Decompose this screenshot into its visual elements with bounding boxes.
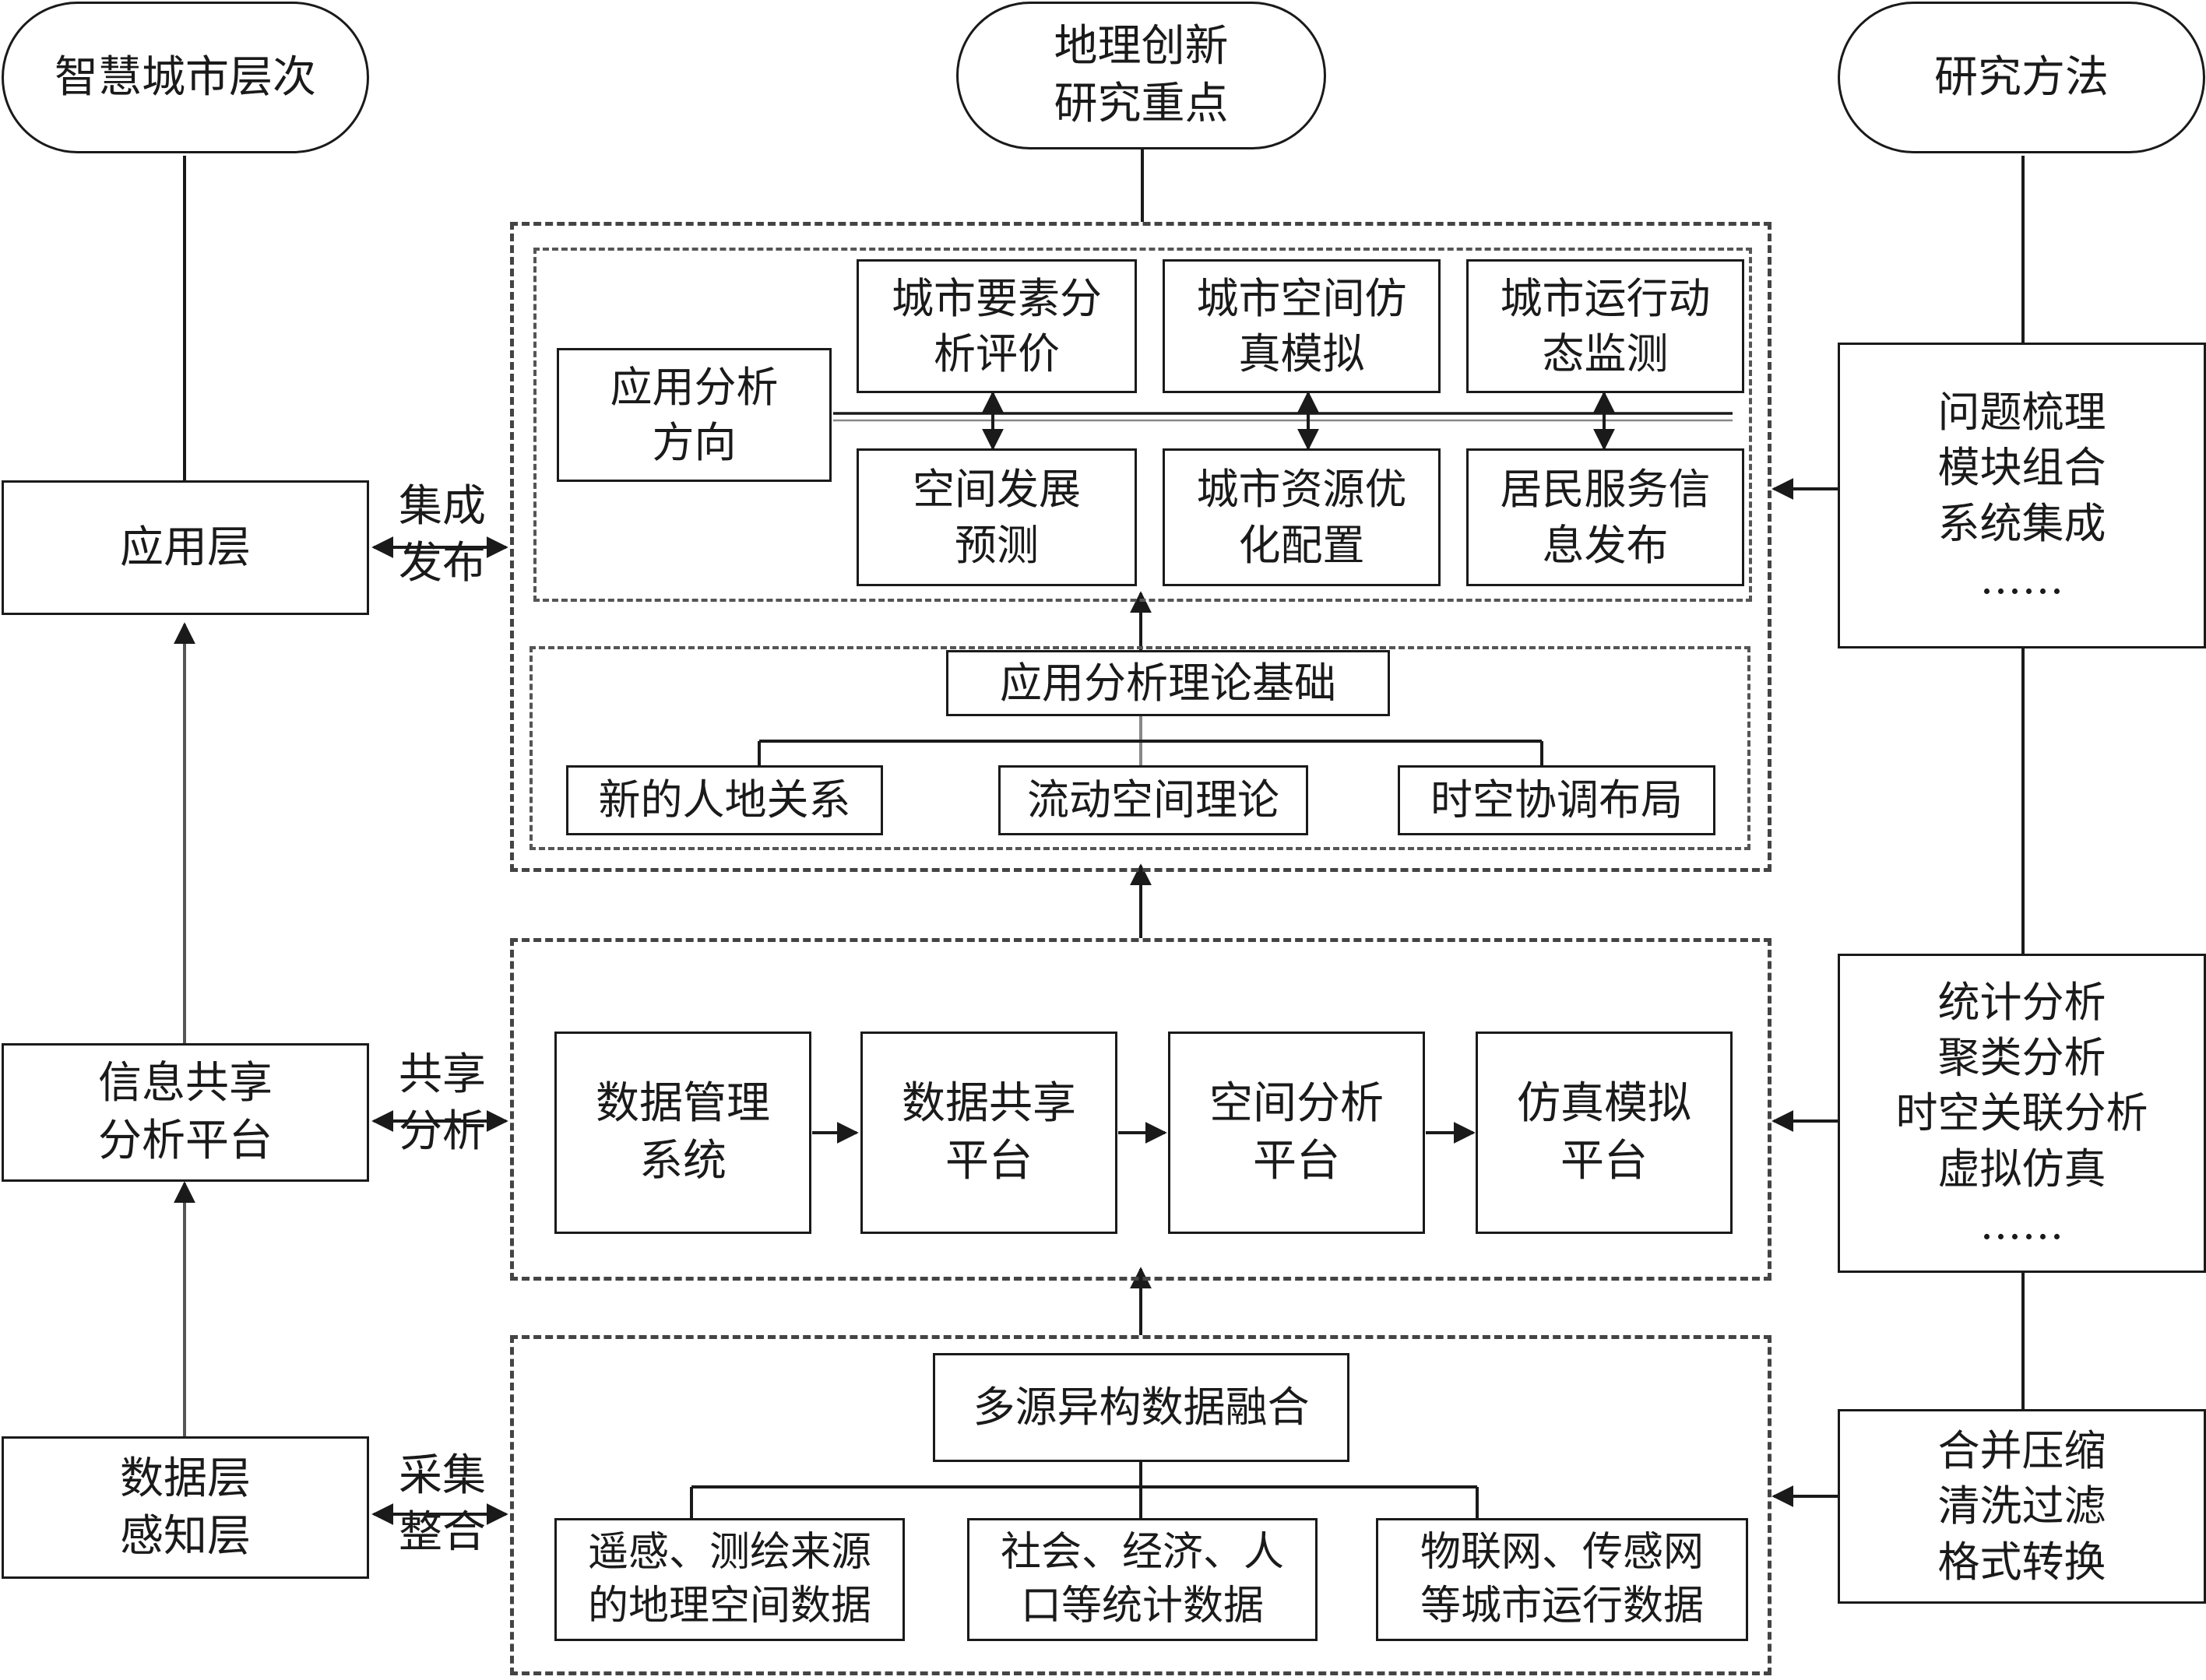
fusion-title-box: 多源异构数据融合 xyxy=(933,1353,1349,1462)
direction-top-item-3-text: 城市运行动 态监测 xyxy=(1500,273,1711,378)
data-layer-box: 数据层 感知层 xyxy=(2,1436,369,1579)
direction-top-item-2: 城市空间仿 真模拟 xyxy=(1163,259,1441,393)
data-source-1-text: 遥感、测绘来源 的地理空间数据 xyxy=(587,1529,871,1629)
application-layer-label: 应用层 xyxy=(120,522,251,573)
direction-label-box: 应用分析 方向 xyxy=(557,348,832,482)
theory-title-box: 应用分析理论基础 xyxy=(946,650,1390,716)
methods-bottom-box: 合并压缩 清洗过滤 格式转换 xyxy=(1838,1409,2206,1604)
theory-item-1: 新的人地关系 xyxy=(566,765,883,835)
methods-top-text: 问题梳理 模块组合 系统集成 …… xyxy=(1937,387,2106,603)
levels-header-text: 智慧城市层次 xyxy=(55,51,316,103)
connector-label-top: 集成 发布 xyxy=(399,481,486,589)
data-source-1: 遥感、测绘来源 的地理空间数据 xyxy=(554,1518,905,1641)
direction-bottom-item-3-text: 居民服务信 息发布 xyxy=(1500,465,1711,570)
theory-title-text: 应用分析理论基础 xyxy=(1000,658,1336,708)
levels-header: 智慧城市层次 xyxy=(2,2,369,153)
methods-middle-box: 统计分析 聚类分析 时空关联分析 虚拟仿真 …… xyxy=(1838,954,2206,1273)
direction-top-item-1: 城市要素分 析评价 xyxy=(857,259,1137,393)
application-theory-group xyxy=(530,646,1750,850)
theory-item-2-text: 流动空间理论 xyxy=(1027,775,1279,825)
data-source-3-text: 物联网、传感网 等城市运行数据 xyxy=(1420,1529,1704,1629)
data-source-3: 物联网、传感网 等城市运行数据 xyxy=(1376,1518,1748,1641)
methods-header-text: 研究方法 xyxy=(1934,51,2109,103)
direction-bottom-item-2-text: 城市资源优 化配置 xyxy=(1196,465,1407,570)
direction-top-item-3: 城市运行动 态监测 xyxy=(1466,259,1744,393)
theory-item-3-text: 时空协调布局 xyxy=(1430,775,1683,825)
platform-item-1-text: 数据管理 系统 xyxy=(596,1078,770,1186)
methods-middle-text: 统计分析 聚类分析 时空关联分析 虚拟仿真 …… xyxy=(1895,977,2148,1249)
theory-item-1-text: 新的人地关系 xyxy=(598,775,851,825)
platform-item-3: 空间分析 平台 xyxy=(1168,1032,1425,1234)
theory-item-2: 流动空间理论 xyxy=(998,765,1308,835)
platform-item-3-text: 空间分析 平台 xyxy=(1209,1078,1384,1186)
direction-top-item-2-text: 城市空间仿 真模拟 xyxy=(1196,273,1407,378)
data-section xyxy=(510,1335,1771,1675)
connector-label-middle: 共享 分析 xyxy=(399,1049,486,1157)
platform-item-2-text: 数据共享 平台 xyxy=(902,1078,1076,1186)
application-layer-box: 应用层 xyxy=(2,480,369,615)
theory-item-3: 时空协调布局 xyxy=(1398,765,1715,835)
direction-bottom-item-3: 居民服务信 息发布 xyxy=(1466,448,1744,586)
methods-top-box: 问题梳理 模块组合 系统集成 …… xyxy=(1838,343,2206,648)
focus-header: 地理创新 研究重点 xyxy=(956,2,1326,149)
fusion-title-text: 多源异构数据融合 xyxy=(973,1383,1310,1432)
direction-top-item-1-text: 城市要素分 析评价 xyxy=(892,273,1102,378)
data-layer-label: 数据层 感知层 xyxy=(120,1453,251,1562)
methods-bottom-text: 合并压缩 清洗过滤 格式转换 xyxy=(1937,1426,2106,1587)
focus-header-text: 地理创新 研究重点 xyxy=(1054,21,1229,129)
data-source-2-text: 社会、经济、人 口等统计数据 xyxy=(1000,1529,1284,1629)
platform-layer-box: 信息共享 分析平台 xyxy=(2,1043,369,1182)
direction-bottom-item-1-text: 空间发展 预测 xyxy=(913,465,1081,570)
methods-header: 研究方法 xyxy=(1838,2,2205,153)
application-section xyxy=(510,222,1771,872)
data-source-2: 社会、经济、人 口等统计数据 xyxy=(967,1518,1318,1641)
platform-item-2: 数据共享 平台 xyxy=(860,1032,1117,1234)
platform-section xyxy=(510,938,1771,1281)
direction-bottom-item-2: 城市资源优 化配置 xyxy=(1163,448,1441,586)
platform-layer-label: 信息共享 分析平台 xyxy=(98,1058,273,1166)
platform-item-4-text: 仿真模拟 平台 xyxy=(1517,1078,1691,1186)
platform-item-1: 数据管理 系统 xyxy=(554,1032,811,1234)
platform-item-4: 仿真模拟 平台 xyxy=(1476,1032,1733,1234)
direction-label-text: 应用分析 方向 xyxy=(610,362,779,467)
connector-label-bottom: 采集 整合 xyxy=(399,1450,486,1558)
application-direction-group xyxy=(533,248,1752,602)
direction-bottom-item-1: 空间发展 预测 xyxy=(857,448,1137,586)
